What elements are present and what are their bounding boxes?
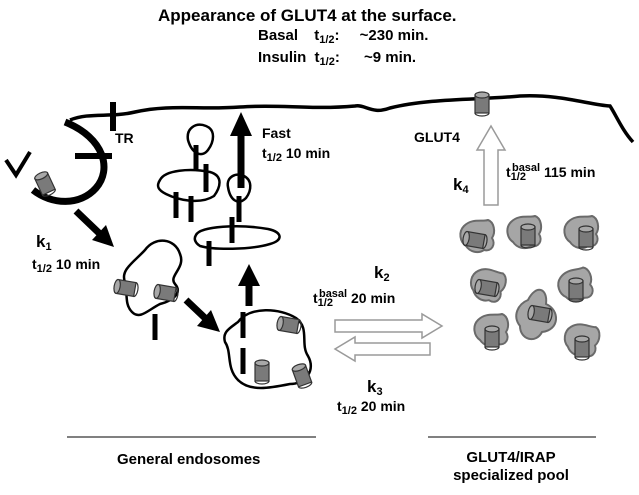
- glut4-label: GLUT4: [414, 129, 460, 145]
- diagram-title: Appearance of GLUT4 at the surface.: [158, 6, 457, 25]
- basal-label: Basal: [258, 27, 299, 44]
- k4-half-life: t1/2basal 115 min: [506, 162, 596, 183]
- k3-half-life: t1/2 20 min: [337, 398, 406, 417]
- glut4-cylinder: [152, 283, 180, 303]
- recycling-vesicle: [226, 173, 252, 203]
- pit-tail: [4, 150, 32, 179]
- glut4-cylinder: [254, 359, 270, 385]
- k4-label: k4: [453, 175, 469, 196]
- recycling-vesicle: [186, 123, 215, 156]
- glut4-cylinder: [568, 277, 584, 303]
- k2-arrow: [334, 312, 444, 340]
- k3-arrow: [333, 335, 431, 363]
- k2-half-life: t1/2basal 20 min: [313, 288, 396, 309]
- k1-half-life: t1/2 10 min: [32, 256, 101, 275]
- recycling-vesicle: [193, 225, 281, 251]
- basal-value: ~230 min.: [359, 27, 429, 44]
- fast-half-life: t1/2 10 min: [262, 145, 331, 164]
- recycling-vesicle: [156, 168, 221, 203]
- glut4-cylinder: [578, 225, 594, 251]
- general-endosomes-label: General endosomes: [117, 451, 261, 468]
- k1-value: 10 min: [55, 256, 101, 272]
- k3-label: k3: [367, 377, 383, 398]
- plasma-membrane: [69, 94, 635, 144]
- k4-arrow: [475, 124, 507, 206]
- glut4-cylinder: [520, 223, 536, 249]
- glut4-cylinder: [290, 361, 314, 391]
- basal-half-life: Basal t1/2: ~230 min.: [258, 28, 428, 46]
- insulin-t-label: t1/2:: [314, 49, 340, 68]
- coated-pit: [30, 118, 108, 205]
- recycling-arrow: [238, 264, 260, 306]
- k1-label: k1: [36, 232, 52, 253]
- sorting-endosome: [223, 309, 313, 390]
- glut4-cylinder: [574, 335, 590, 361]
- glut4-cylinder: [484, 325, 500, 351]
- fast-label: Fast: [262, 125, 291, 141]
- insulin-label: Insulin: [258, 49, 307, 66]
- k1-arrow: [73, 208, 114, 247]
- specialized-pool-line1: GLUT4/IRAP: [466, 449, 556, 466]
- k4-value: 115 min: [544, 164, 596, 180]
- membrane-glut4-icon: [474, 91, 490, 117]
- insulin-half-life: Insulin t1/2: ~9 min.: [258, 50, 416, 68]
- insulin-value: ~9 min.: [363, 49, 417, 66]
- basal-t-label: t1/2:: [314, 27, 340, 46]
- k3-value: 20 min: [360, 398, 406, 414]
- k2-label: k2: [374, 263, 390, 284]
- early-endosome: [122, 239, 183, 317]
- fast-arrow: [230, 112, 252, 188]
- k2-value: 20 min: [351, 290, 396, 306]
- sorting-arrow: [183, 297, 220, 332]
- glut4-cylinder: [112, 278, 140, 298]
- fast-value: 10 min: [285, 145, 331, 161]
- tr-label: TR: [115, 130, 134, 146]
- specialized-pool-label: GLUT4/IRAP specialized pool: [436, 450, 586, 483]
- specialized-pool-line2: specialized pool: [453, 467, 569, 484]
